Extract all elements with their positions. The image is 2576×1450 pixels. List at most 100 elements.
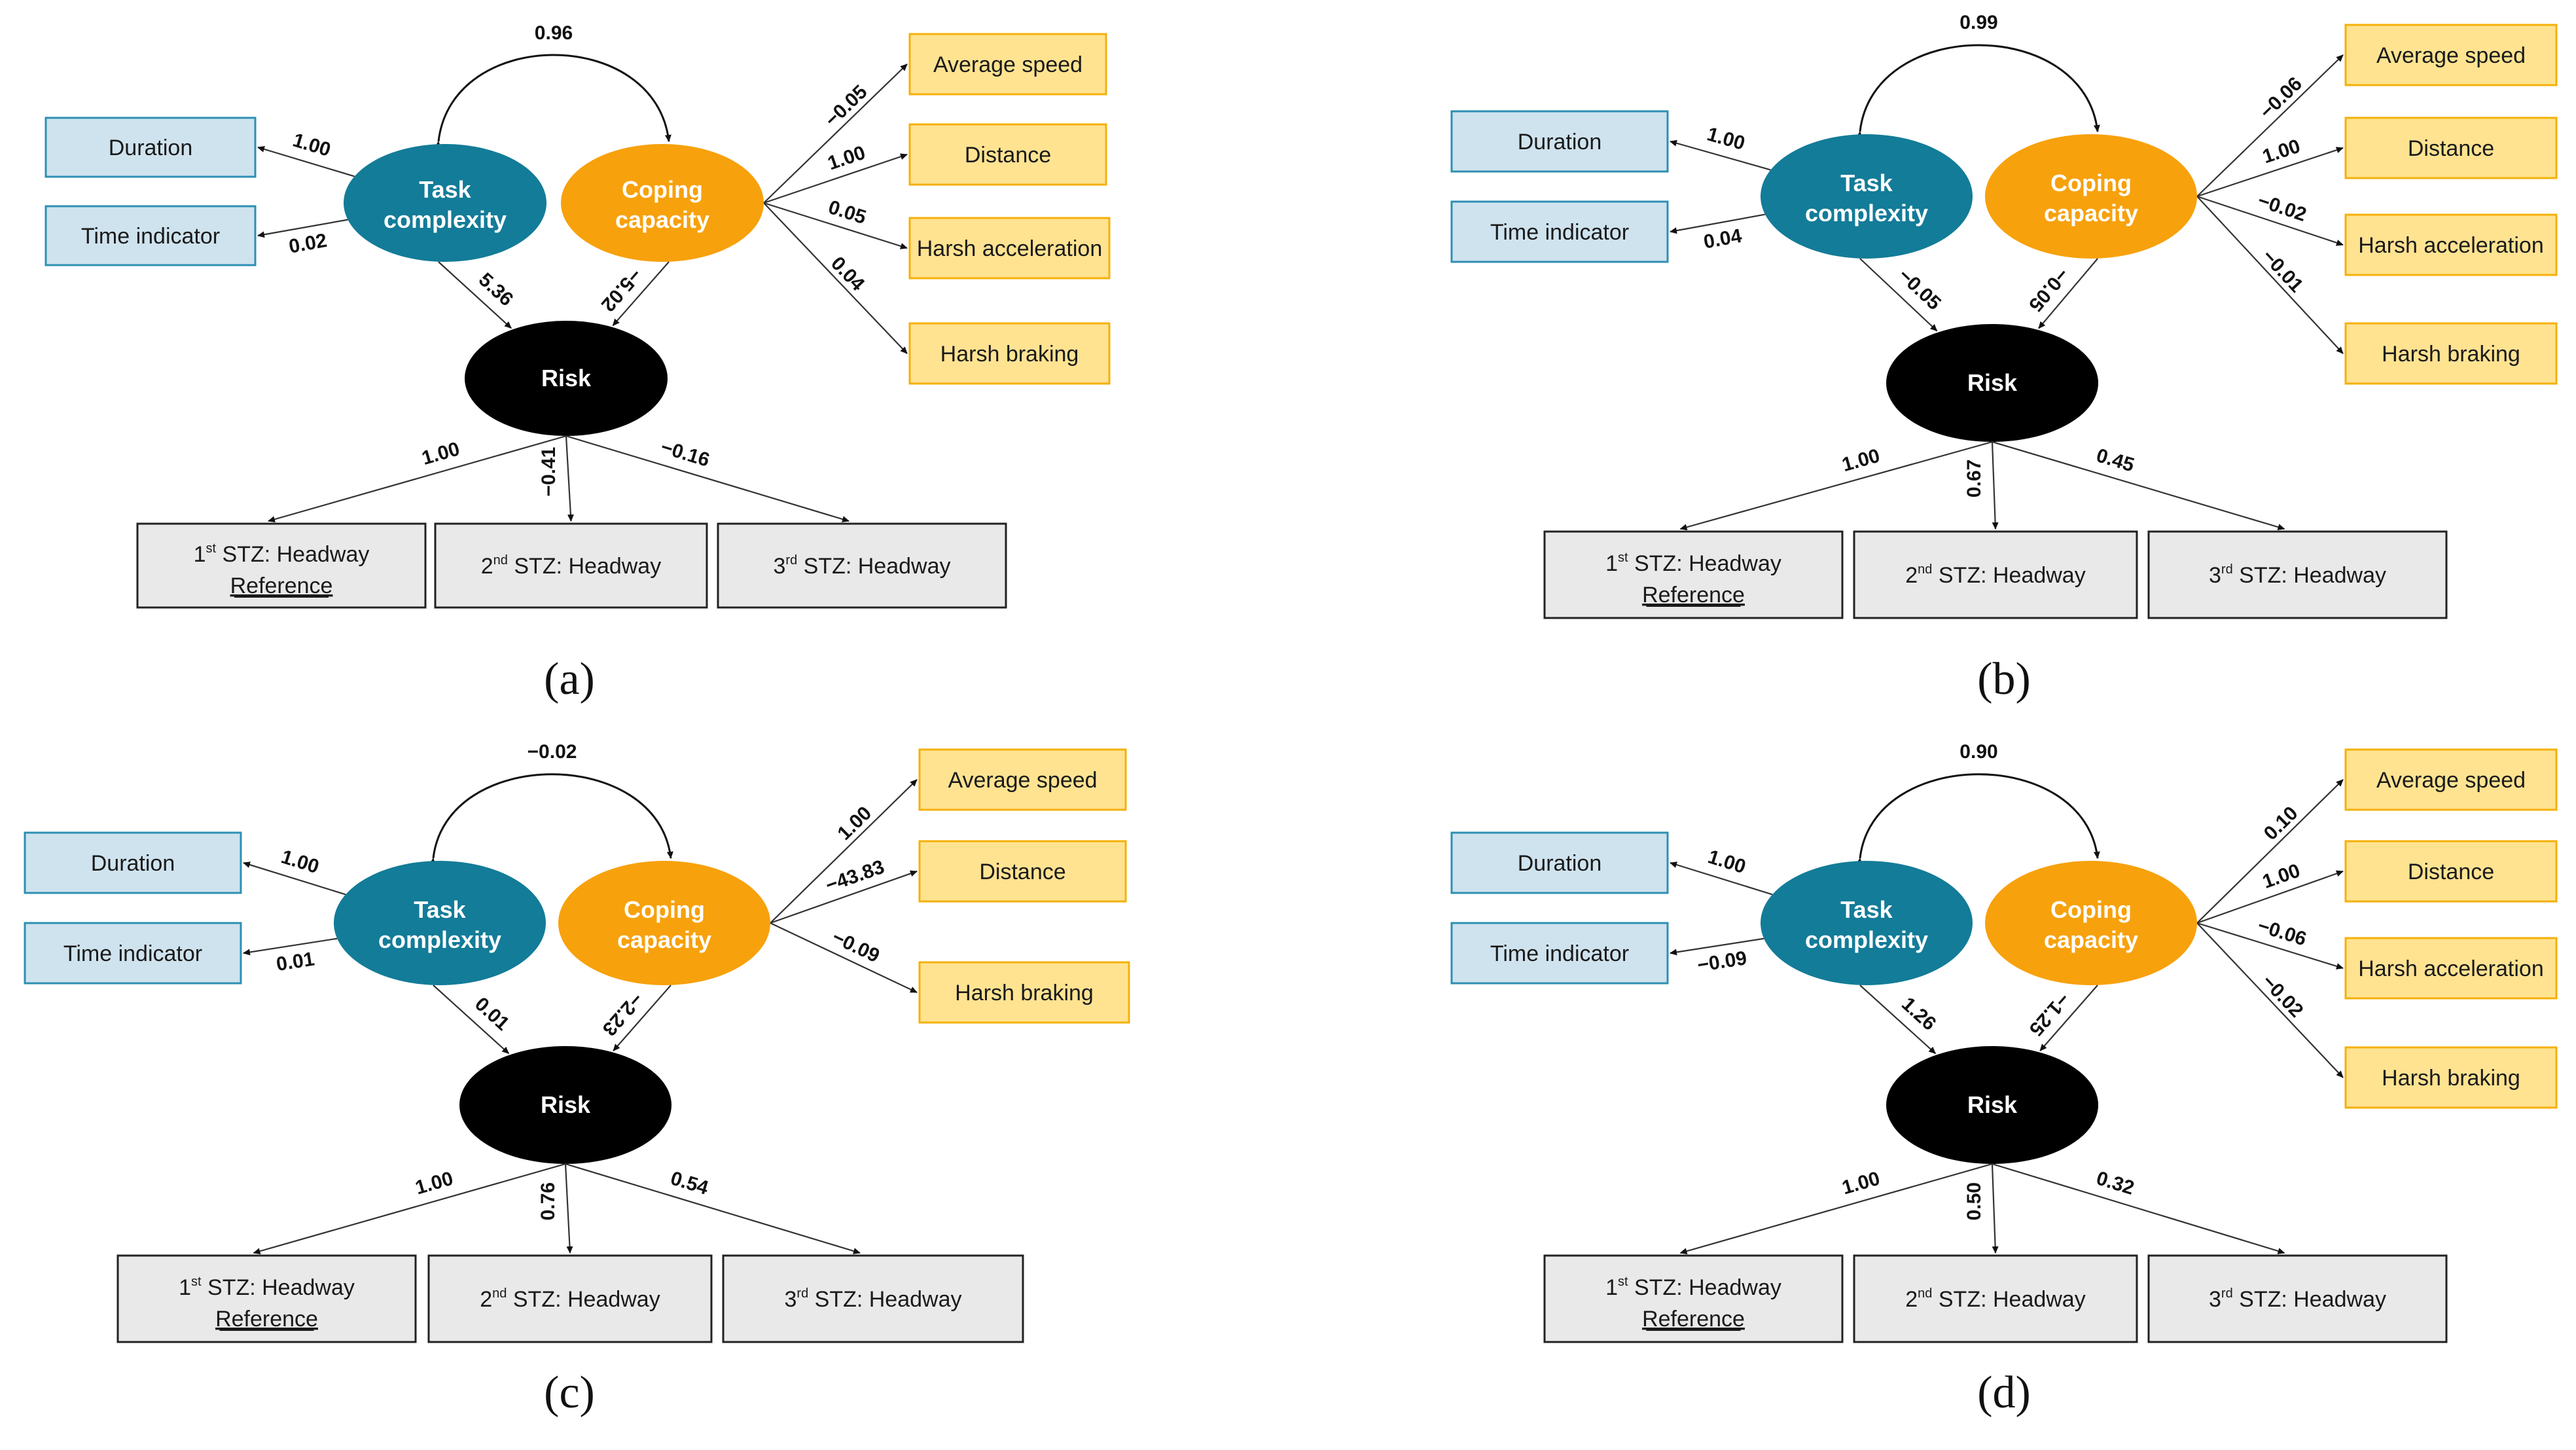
harsh-braking-box [2344,1046,2558,1109]
coping-to-risk-coef: −2.23 [598,988,647,1040]
coping-to-risk-coef: −5.02 [597,264,646,316]
stz1-arrow [1679,441,1993,531]
stz1-headway-box-label: 1st STZ: Headway [179,1275,355,1300]
stz2-headway-box-label: 2nd STZ: Headway [480,1286,660,1312]
coping-capacity-oval [561,144,764,262]
harsh-acceleration-arrow [2196,922,2344,970]
panel-caption: (b) [1977,654,2031,704]
task-to-risk-arrow [433,985,510,1055]
distance-arrow [2196,870,2344,924]
distance-box [2344,117,2558,179]
harsh-braking-arrow [770,922,918,993]
duration-box [45,117,257,178]
duration-box-loading: 1.00 [1705,123,1747,154]
stz2-arrow [565,435,574,522]
task-complexity-oval [1761,134,1973,259]
risk-oval [1886,1046,2098,1164]
covariance-label: −0.02 [528,741,577,763]
covariance-label: 0.90 [1959,741,1997,763]
risk-oval [465,321,668,436]
duration-box [1450,110,1669,173]
duration-box-loading: 1.00 [291,129,333,160]
harsh-braking-box [908,322,1111,385]
duration-box [1450,831,1669,894]
coping-capacity-oval-label-line1: Coping [2050,896,2132,923]
duration-box-loading: 1.00 [279,846,322,878]
task-to-risk-coef: −0.05 [1894,264,1945,314]
distance-label: Distance [979,860,1065,884]
stz2-headway-box [1853,1254,2138,1343]
stz2-headway-box-label: 2nd STZ: Headway [481,553,661,579]
stz3-headway-box-label: 3rd STZ: Headway [2209,562,2386,588]
coping-to-risk-arrow [613,985,671,1051]
coping-capacity-oval-label-line1: Coping [622,176,703,203]
stz3-headway-box [2147,1254,2448,1343]
covariance-arc [1855,44,2100,139]
average-speed-box [2344,748,2558,811]
harsh-acceleration-label: Harsh acceleration [917,236,1102,261]
coping-to-risk-coef: −1.25 [2025,988,2074,1040]
distance-label: Distance [2408,136,2494,161]
covariance-arc [429,773,673,865]
reference-label: Reference [230,573,333,598]
task-complexity-oval-label-line2: complexity [1805,200,1928,227]
reference-label: Reference [1642,583,1745,607]
stz1-loading: 1.00 [1840,1168,1882,1199]
average-speed-arrow [763,63,908,204]
average-speed-arrow [770,779,918,924]
stz3-arrow [1992,1163,2285,1254]
task-to-risk-arrow [438,261,512,329]
stz1-arrow [268,435,567,523]
harsh-acceleration-box [2344,937,2558,1000]
harsh-braking-label: Harsh braking [2382,342,2520,367]
coping-to-risk-arrow [612,261,670,327]
stz1-loading: 1.00 [413,1168,456,1199]
task-complexity-oval [1761,861,1973,985]
average-speed-loading: 0.10 [2260,803,2302,844]
stz1-headway-box [116,1254,417,1343]
average-speed-box [2344,24,2558,86]
harsh-acceleration-loading: 0.05 [826,196,869,228]
duration-box-arrow [1670,139,1771,171]
stz2-loading: 0.50 [1963,1182,1985,1220]
coping-to-risk-coef: −0.05 [2024,264,2073,316]
stz2-headway-box-label: 2nd STZ: Headway [1905,562,2085,588]
distance-arrow [770,870,918,924]
time-indicator-box [1450,922,1669,985]
stz2-arrow [1991,441,1999,530]
covariance-label: 0.96 [535,22,573,44]
stz1-arrow [253,1163,566,1255]
stz1-arrow [1679,1163,1993,1255]
stz2-arrow [564,1163,573,1254]
average-speed-box [918,748,1127,811]
average-speed-label: Average speed [2376,768,2526,793]
time-indicator-box-arrow [257,219,348,238]
stz3-headway-box-label: 3rd STZ: Headway [773,553,950,579]
task-complexity-oval-label-line1: Task [419,176,471,203]
risk-oval [459,1046,671,1164]
stz1-headway-box [136,522,427,609]
distance-box [908,123,1107,186]
stz2-headway-box-label: 2nd STZ: Headway [1905,1286,2085,1312]
task-complexity-oval-label-line2: complexity [378,926,501,953]
duration-box-arrow [257,146,355,177]
covariance-arc [1855,773,2100,865]
duration-box-label: Duration [91,851,175,876]
stz1-loading: 1.00 [420,438,462,469]
time-indicator-box [24,922,242,985]
harsh-acceleration-label: Harsh acceleration [2358,233,2543,258]
average-speed-arrow [2196,54,2344,197]
coping-capacity-oval-label-line1: Coping [2050,170,2132,196]
stz3-headway-box-label: 3rd STZ: Headway [784,1286,961,1312]
risk-label: Risk [1967,369,2018,396]
stz3-headway-box [717,522,1007,609]
stz3-arrow [565,1163,861,1254]
distance-label: Distance [965,143,1051,168]
coping-capacity-oval [1985,134,2197,259]
reference-label: Reference [215,1307,318,1332]
risk-oval [1886,324,2098,442]
stz1-headway-box-label: 1st STZ: Headway [194,541,370,567]
